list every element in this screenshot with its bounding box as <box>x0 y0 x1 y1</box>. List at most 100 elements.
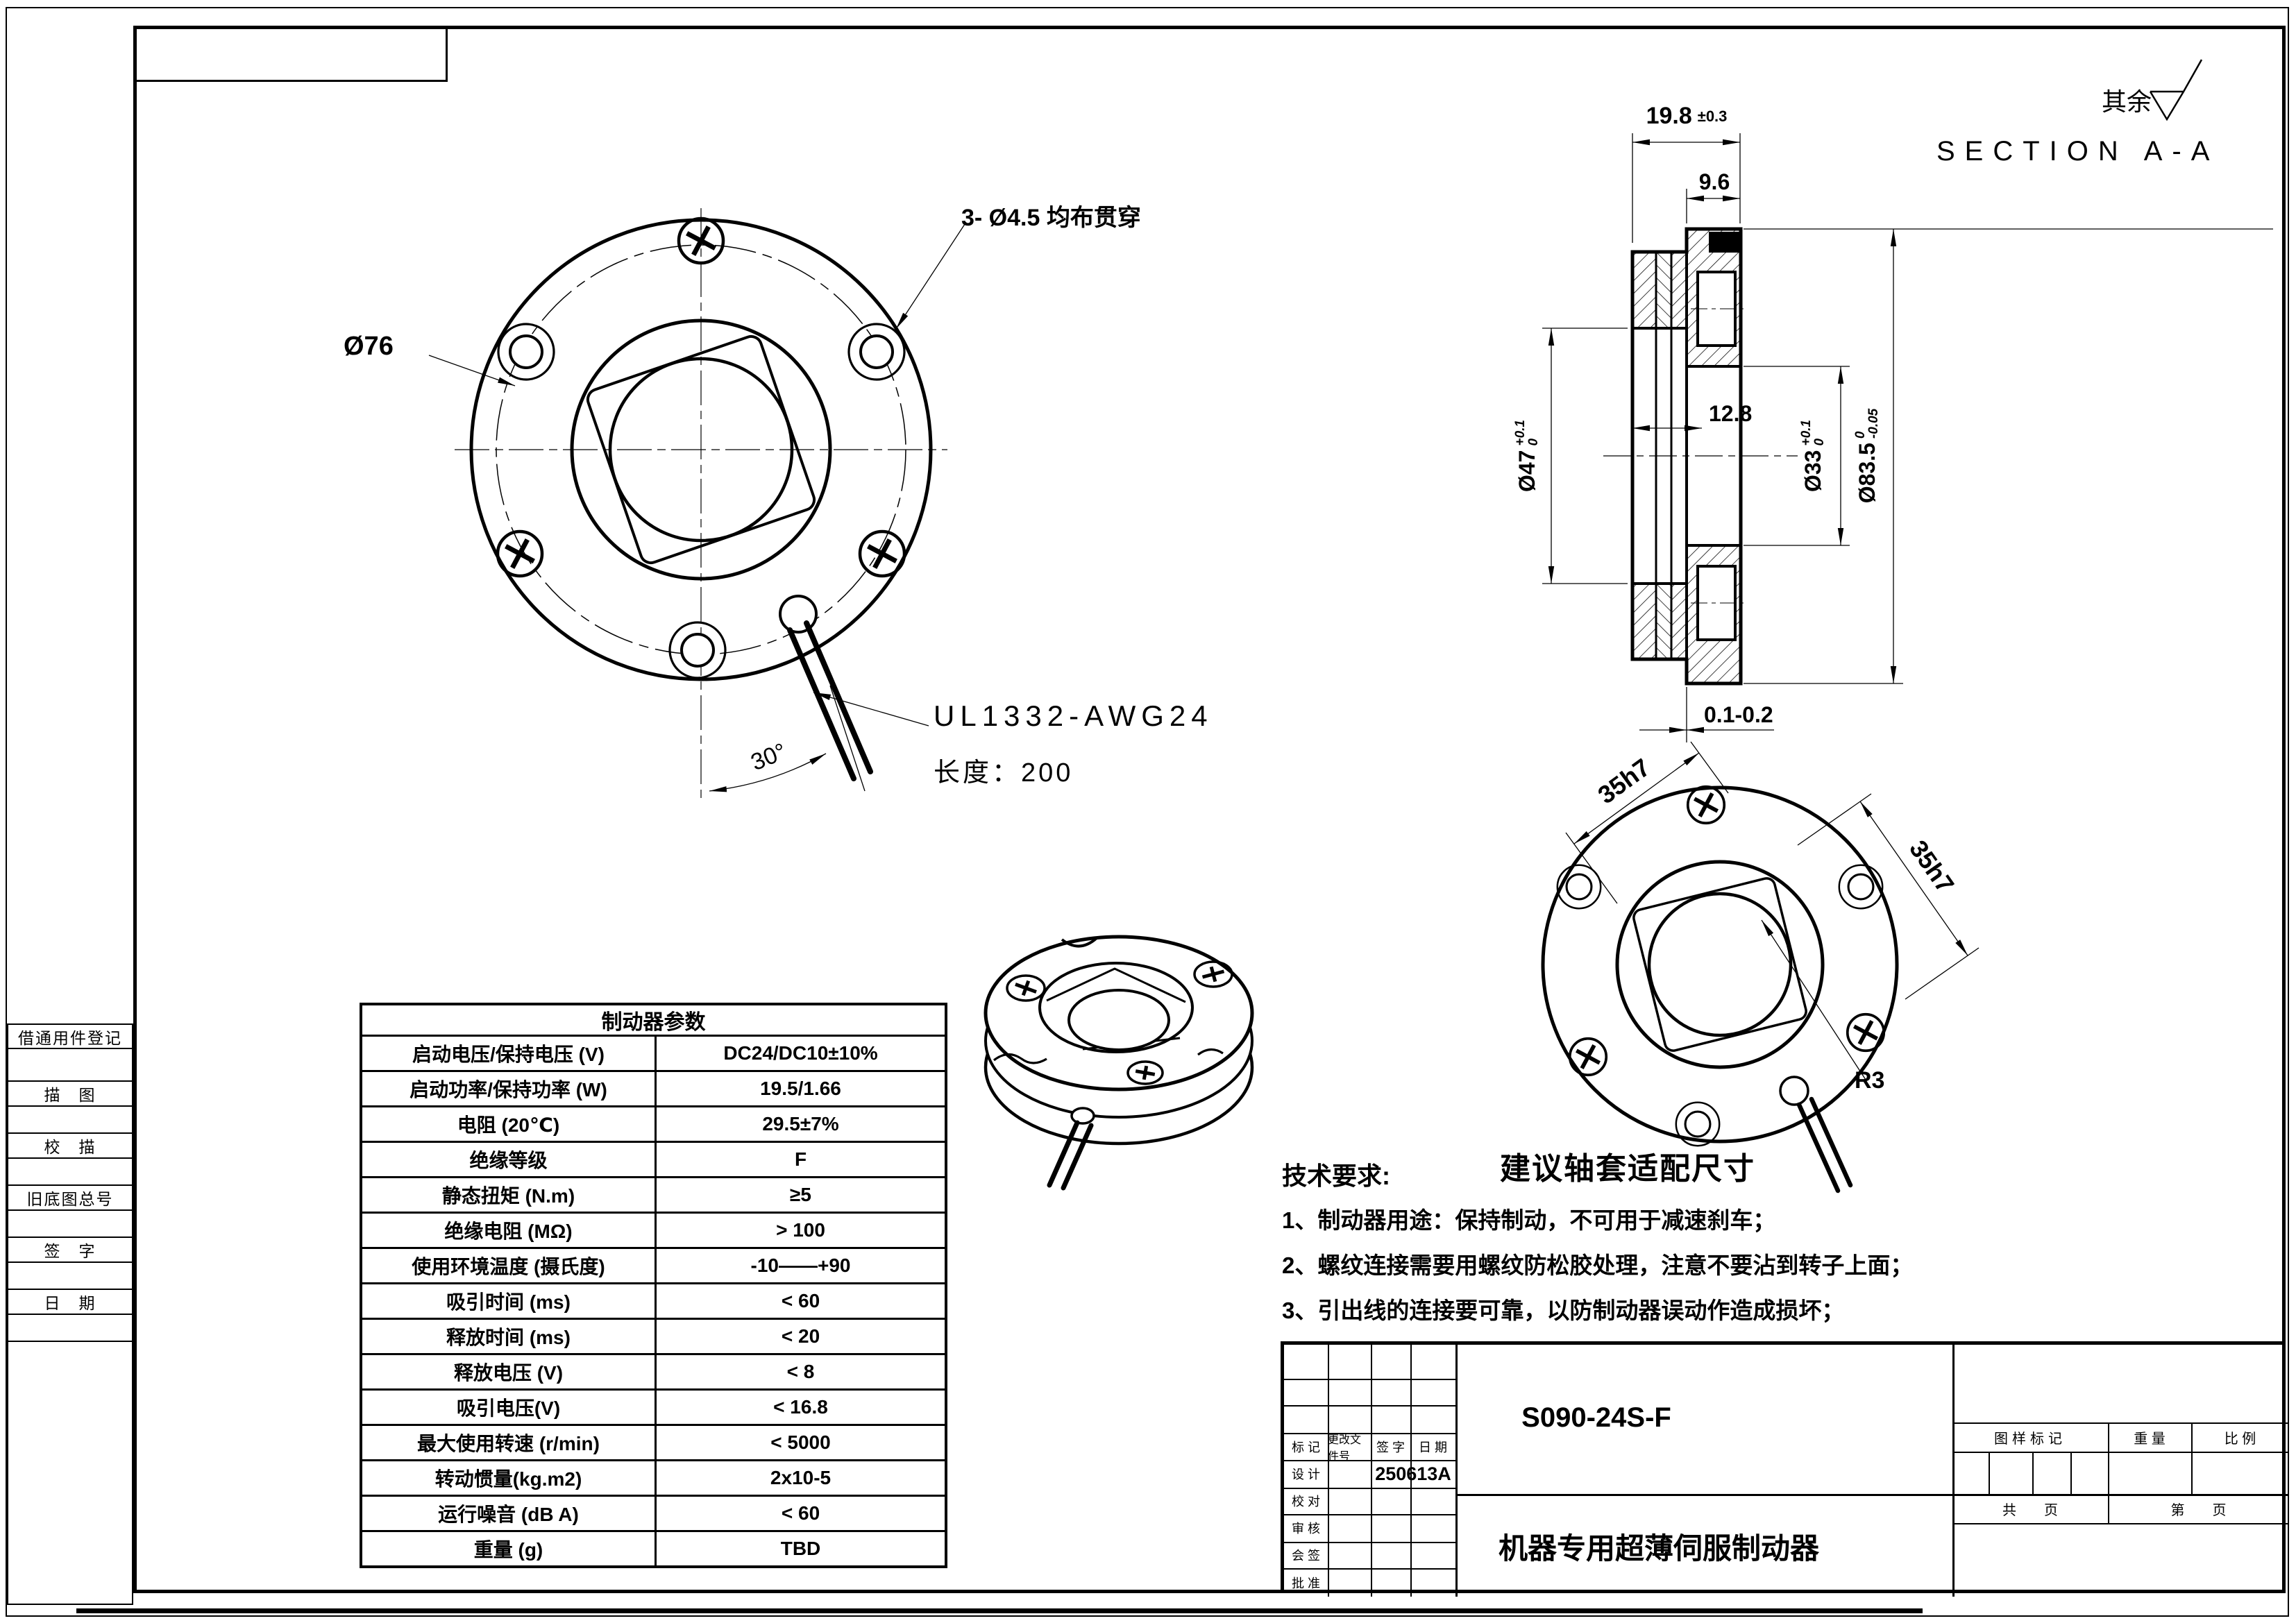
tb-header-change-doc: 更改文件号 <box>1328 1434 1362 1463</box>
row-label: 吸引电压(V) <box>362 1391 657 1424</box>
screw-icon <box>1126 1060 1164 1085</box>
section-view <box>1542 59 2273 742</box>
dim-gap: 0.1-0.2 <box>1704 702 1773 727</box>
tb-scale: 比 例 <box>2224 1431 2256 1447</box>
row-label: 静态扭矩 (N.m) <box>362 1178 657 1212</box>
section-dimensions <box>1542 133 2273 742</box>
tb-row-audit: 审 核 <box>1291 1522 1320 1536</box>
dim-flange-width: 9.6 <box>1698 169 1730 194</box>
screw-icon <box>1688 787 1724 823</box>
tech-req-item: 2、螺纹连接需要用螺纹防松胶处理，注意不要沾到转子上面； <box>1282 1252 1914 1278</box>
main-frame <box>133 26 2286 1593</box>
mount-ear-icon <box>497 323 555 381</box>
hub-view <box>1541 741 1980 1193</box>
part-number: S090-24S-F <box>1521 1402 1671 1433</box>
row-value: < 16.8 <box>773 1396 828 1418</box>
dim-holes: 3- Ø4.5 均布贯穿 <box>961 205 1141 231</box>
table-row: 使用环境温度 (摄氏度)-10——+90 <box>362 1247 945 1282</box>
tb-total-pages: 共 页 <box>2002 1502 2058 1518</box>
row-label: 绝缘电阻 (MΩ) <box>362 1214 657 1247</box>
row-value: < 20 <box>781 1325 820 1347</box>
table-row: 运行噪音 (dB A)< 60 <box>362 1495 945 1530</box>
dim-value: Ø33 <box>1800 450 1825 492</box>
dim-tolerance: ±0.3 <box>1697 107 1728 125</box>
row-label: 吸引时间 (ms) <box>362 1284 657 1318</box>
wire-grommet <box>1070 1107 1095 1125</box>
row-label: 绝缘等级 <box>362 1143 657 1176</box>
row-label: 最大使用转速 (r/min) <box>362 1426 657 1459</box>
sidebar-label-sign: 签 字 <box>8 1238 132 1263</box>
table-row: 启动电压/保持电压 (V)DC24/DC10±10% <box>362 1035 945 1070</box>
tb-drawing-mark: 图样标记 <box>1994 1431 2066 1447</box>
tol-lower: 0 <box>1526 438 1541 446</box>
screw-icon <box>1848 1014 1884 1051</box>
sidebar-blank <box>8 1263 132 1290</box>
leader-holes <box>895 221 967 330</box>
table-row: 绝缘电阻 (MΩ) > 100 <box>362 1212 945 1247</box>
tb-header-date: 日 期 <box>1418 1440 1447 1454</box>
row-label: 运行噪音 (dB A) <box>362 1497 657 1530</box>
screw-icon <box>860 532 904 576</box>
param-table-title: 制动器参数 <box>601 1011 706 1034</box>
row-value: 29.5±7% <box>762 1113 839 1135</box>
tb-page-number: 第 页 <box>2170 1502 2227 1518</box>
sidebar-blank-tall <box>8 1342 132 1602</box>
row-value: < 8 <box>786 1361 815 1382</box>
leader-dia76 <box>428 355 516 386</box>
row-label: 重量 (g) <box>362 1532 657 1565</box>
bore-circle <box>608 357 794 543</box>
coil-seal-block <box>1709 232 1739 253</box>
top-left-box <box>133 26 448 82</box>
screw-icon <box>498 532 542 576</box>
tb-row-design: 设 计 <box>1291 1468 1320 1481</box>
table-row: 绝缘等级 F <box>362 1141 945 1176</box>
sidebar-blank <box>8 1211 132 1238</box>
tb-header-mark: 标 记 <box>1291 1440 1320 1454</box>
part-name: 机器专用超薄伺服制动器 <box>1498 1531 1819 1565</box>
tb-weight: 重 量 <box>2134 1431 2166 1447</box>
row-value: < 5000 <box>770 1431 831 1453</box>
title-block: 标 记 更改文件号 签 字 日 期 设 计 250613A 校 对 审 核 会 … <box>1281 1341 2289 1597</box>
param-table: 制动器参数 启动电压/保持电压 (V)DC24/DC10±10% 启动功率/保持… <box>360 1003 947 1568</box>
table-row: 吸引电压(V) < 16.8 <box>362 1388 945 1424</box>
angle-arc-30 <box>709 753 827 792</box>
row-value: > 100 <box>776 1219 825 1241</box>
tol-lower: -0.05 <box>1866 408 1881 439</box>
lead-wires <box>1047 1120 1094 1191</box>
table-row: 转动惯量(kg.m2)2x10-5 <box>362 1459 945 1495</box>
dim-dia76: Ø76 <box>344 332 394 361</box>
leader-wire-spec <box>813 692 929 726</box>
screw-icon <box>1193 960 1233 988</box>
tb-row-countersign: 会 签 <box>1291 1549 1320 1563</box>
table-row: 启动功率/保持功率 (W)19.5/1.66 <box>362 1070 945 1105</box>
tol-upper: +0.1 <box>1513 420 1528 446</box>
screw-icon <box>1570 1039 1606 1075</box>
dim-value: Ø83.5 <box>1854 443 1880 504</box>
front-view <box>428 208 967 801</box>
sidebar-label-check-trace: 校 描 <box>8 1134 132 1159</box>
row-label: 释放电压 (V) <box>362 1355 657 1388</box>
wire-length: 长度：200 <box>934 758 1074 788</box>
rotor-circle <box>570 318 832 581</box>
mount-ear-icon <box>1838 864 1884 910</box>
lead-wires <box>1796 1096 1853 1193</box>
row-value: TBD <box>780 1538 821 1559</box>
table-row: 吸引时间 (ms)< 60 <box>362 1282 945 1318</box>
row-value: -10——+90 <box>750 1255 851 1276</box>
outer-circle <box>1541 785 1899 1144</box>
sidebar-blank <box>8 1049 132 1082</box>
screw-icon <box>1006 974 1046 1002</box>
sidebar-blank <box>8 1315 132 1342</box>
table-row: 静态扭矩 (N.m)≥5 <box>362 1176 945 1212</box>
scan-edge-bar <box>76 1608 1923 1613</box>
tb-row-check: 校 对 <box>1291 1495 1320 1509</box>
mount-ear-icon <box>847 323 906 381</box>
surface-finish-icon <box>2149 59 2203 121</box>
dim-value: 19.8 <box>1646 103 1692 129</box>
row-value: F <box>794 1148 807 1170</box>
rotor-circle <box>1615 860 1825 1069</box>
dim-hub-width: 12.8 <box>1709 401 1753 426</box>
sidebar-blank <box>8 1107 132 1134</box>
table-row: 最大使用转速 (r/min) < 5000 <box>362 1424 945 1459</box>
